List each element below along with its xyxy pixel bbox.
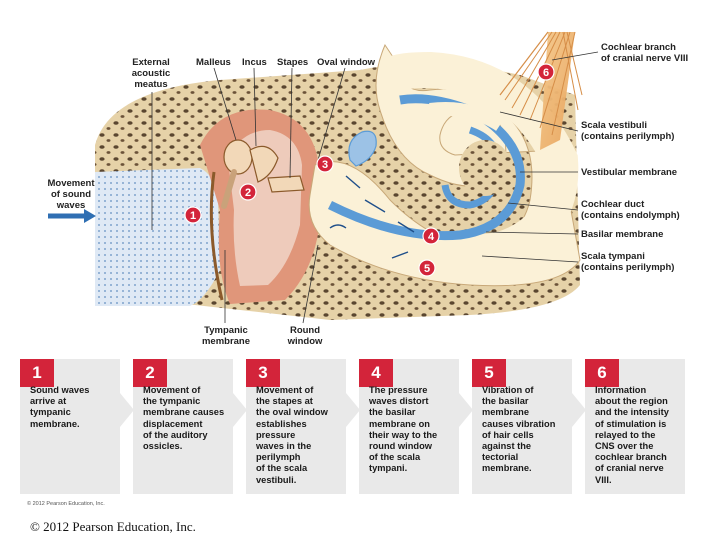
step-description: Movement of the tympanic membrane causes… xyxy=(143,385,225,452)
sound-wave-arrow-head xyxy=(84,209,96,223)
step-number: 4 xyxy=(359,359,393,387)
stapes xyxy=(267,175,305,193)
tympanic-membrane xyxy=(209,171,224,301)
step-panel-4: 4 The pressure waves distort the basilar… xyxy=(359,359,459,494)
step-number: 2 xyxy=(133,359,167,387)
malleus xyxy=(223,139,253,175)
marker-2-label: 2 xyxy=(245,187,251,199)
chevron-right-icon xyxy=(572,393,586,427)
external-acoustic-meatus xyxy=(95,168,220,306)
label-malleus: Malleus xyxy=(196,57,231,68)
step-description: Vibration of the basilar membrane causes… xyxy=(482,385,556,474)
chevron-right-icon xyxy=(120,393,134,427)
oval-window-bulb xyxy=(348,130,377,167)
marker-6: 6 xyxy=(537,63,555,81)
marker-3: 3 xyxy=(316,155,334,173)
malleus-handle xyxy=(221,169,237,209)
ear-anatomy-diagram: 1 2 3 4 5 6 xyxy=(48,31,599,324)
label-scala-tympani: Scala tympani (contains perilymph) xyxy=(581,251,675,273)
leader-lines xyxy=(151,51,599,324)
step-number: 5 xyxy=(472,359,506,387)
label-cochlear-branch: Cochlear branch of cranial nerve VIII xyxy=(601,42,689,64)
copyright-small: © 2012 Pearson Education, Inc. xyxy=(27,501,105,507)
label-movement-of-sound-waves: Movement of sound waves xyxy=(47,178,95,211)
label-external-acoustic-meatus: External acoustic meatus xyxy=(131,57,171,90)
label-scala-vestibuli: Scala vestibuli (contains perilymph) xyxy=(581,120,675,142)
step-panel-3: 3 Movement of the stapes at the oval win… xyxy=(246,359,346,494)
copyright-footer: © 2012 Pearson Education, Inc. xyxy=(30,519,196,534)
label-cochlear-duct: Cochlear duct (contains endolymph) xyxy=(581,199,680,221)
chevron-right-icon xyxy=(459,393,473,427)
label-incus: Incus xyxy=(242,57,267,68)
chevron-right-icon xyxy=(346,393,360,427)
marker-5: 5 xyxy=(418,259,436,277)
step-panel-1: 1 Sound waves arrive at tympanic membran… xyxy=(20,359,120,494)
marker-5-label: 5 xyxy=(424,263,430,275)
step-description: Information about the region and the int… xyxy=(595,385,669,485)
step-number: 3 xyxy=(246,359,280,387)
marker-3-label: 3 xyxy=(322,159,328,171)
chevron-right-icon xyxy=(233,393,247,427)
step-description: The pressure waves distort the basilar m… xyxy=(369,385,438,474)
step-description: Movement of the stapes at the oval windo… xyxy=(256,385,328,485)
label-basilar-membrane: Basilar membrane xyxy=(581,229,664,240)
marker-6-label: 6 xyxy=(543,67,549,79)
marker-1-label: 1 xyxy=(190,210,196,222)
marker-4-label: 4 xyxy=(428,231,435,243)
label-vestibular-membrane: Vestibular membrane xyxy=(581,167,678,178)
label-round-window: Round window xyxy=(287,325,323,347)
scala-vestibuli xyxy=(332,51,579,271)
marker-1: 1 xyxy=(184,206,202,224)
step-panel-2: 2 Movement of the tympanic membrane caus… xyxy=(133,359,233,494)
cochlear-nerve xyxy=(499,31,583,150)
step-number: 6 xyxy=(585,359,619,387)
marker-4: 4 xyxy=(422,227,440,245)
step-number: 1 xyxy=(20,359,54,387)
cochlea-inner-fill xyxy=(429,102,504,131)
incus xyxy=(249,145,279,183)
step-panel-5: 5 Vibration of the basilar membrane caus… xyxy=(472,359,572,494)
pressure-wave-arrows xyxy=(329,175,415,259)
label-stapes: Stapes xyxy=(277,57,309,68)
label-oval-window: Oval window xyxy=(317,57,376,68)
step-panel-6: 6 Information about the region and the i… xyxy=(585,359,685,494)
marker-2: 2 xyxy=(239,183,257,201)
modiolus xyxy=(459,140,511,196)
step-description: Sound waves arrive at tympanic membrane. xyxy=(30,385,90,429)
label-tympanic-membrane: Tympanic membrane xyxy=(201,325,251,347)
